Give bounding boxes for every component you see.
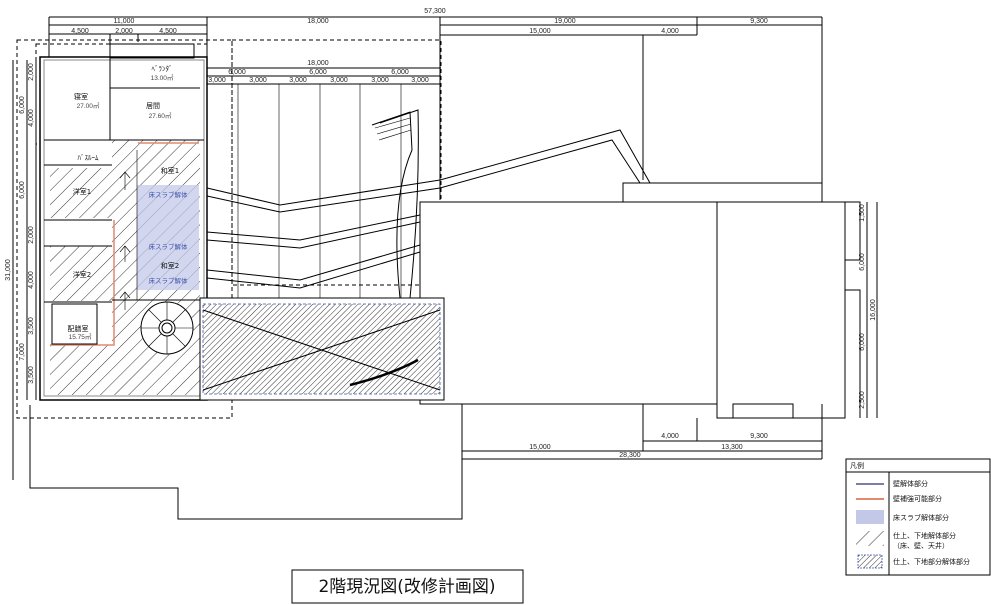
dim: 11,000	[114, 18, 135, 25]
main-building	[39, 43, 208, 401]
dim: 4,000	[661, 28, 679, 35]
legend-label: 壁解体部分	[893, 479, 928, 488]
dim: 16,000	[870, 299, 877, 321]
legend-swatch-finish-demolition	[856, 531, 884, 546]
legend: 凡例 壁解体部分 壁補強可能部分 床スラブ解体部分 仕上、下地解体部分 （床、壁…	[845, 458, 991, 576]
dim: 19,000	[554, 18, 576, 25]
room-western2-label: 洋室2	[73, 270, 91, 279]
room-bedroom-area: 27.00㎡	[77, 101, 100, 110]
dim: 6,000	[19, 96, 26, 114]
legend-label: 床スラブ解体部分	[893, 513, 949, 522]
hall-partial-demolition	[199, 297, 445, 401]
dim: 2,000	[28, 63, 35, 81]
room-labels: 寝室 27.00㎡ ﾍﾞﾗﾝﾀﾞ 13.00㎡ 居間 27.60㎡ ﾊﾞｽﾙｰﾑ…	[68, 65, 189, 341]
dim: 15,000	[529, 28, 551, 35]
dim: 4,000	[661, 433, 679, 440]
legend-title: 凡例	[850, 461, 864, 470]
dim: 6,000	[859, 333, 866, 351]
drawing-title: 2階現況図(改修計画図)	[318, 577, 495, 597]
dim: 3,000	[208, 77, 226, 84]
dim: 2,000	[115, 28, 133, 35]
dim: 4,000	[28, 109, 35, 127]
right-dimensions: 1,500 6,000 16,000 6,000 2,500	[859, 202, 878, 418]
legend-label: 仕上、下地部分解体部分	[893, 557, 970, 566]
left-dimensions: 31,000 6,000 6,000 7,000 2,000 4,000 2,0…	[5, 60, 37, 480]
dim: 18,000	[307, 60, 329, 67]
dim: 1,500	[859, 204, 866, 222]
dim: 6,000	[859, 253, 866, 271]
dim: 4,000	[28, 271, 35, 289]
legend-swatch-partial-demolition	[857, 554, 883, 569]
legend-sublabel: （床、壁、天井）	[893, 541, 949, 550]
dim: 9,300	[750, 433, 768, 440]
legend-label: 仕上、下地解体部分	[893, 531, 956, 540]
dim: 3,500	[28, 366, 35, 384]
dim-top-total: 57,300	[424, 8, 446, 15]
dim: 3,500	[28, 317, 35, 335]
dim: 9,300	[750, 18, 768, 25]
room-living-label: 居間	[146, 102, 160, 110]
room-western1-label: 洋室1	[73, 187, 91, 196]
dim: 3,000	[330, 77, 348, 84]
slab-demolition-label: 床スラブ解体	[149, 242, 189, 251]
room-bathroom-label: ﾊﾞｽﾙｰﾑ	[78, 154, 99, 162]
drawing-title-box: 2階現況図(改修計画図)	[291, 569, 524, 604]
room-veranda-area: 13.00㎡	[151, 73, 174, 82]
dim: 18,000	[307, 18, 329, 25]
dim: 3,000	[371, 77, 389, 84]
room-living-area: 27.60㎡	[149, 111, 172, 120]
bottom-dimensions: 4,000 9,300 15,000 13,300 28,300	[462, 404, 823, 460]
dim: 3,000	[289, 77, 307, 84]
dim: 7,000	[19, 343, 26, 361]
dim: 15,000	[529, 444, 551, 451]
ramps	[206, 109, 651, 299]
dim: 4,500	[159, 28, 177, 35]
dim: 3,000	[411, 77, 429, 84]
lower-floor-outline	[29, 404, 463, 520]
dim: 6,000	[19, 181, 26, 199]
dim: 2,500	[859, 391, 866, 409]
slab-demolition-label: 床スラブ解体	[149, 190, 189, 199]
room-japanese1-label: 和室1	[161, 166, 179, 175]
room-bedroom-label: 寝室	[74, 92, 88, 101]
dim: 6,000	[309, 69, 327, 76]
dim: 6,000	[228, 69, 246, 76]
dim: 31,000	[5, 259, 12, 281]
room-pantry-area: 15.75㎡	[69, 332, 92, 341]
dim: 28,300	[619, 452, 641, 459]
room-veranda-label: ﾍﾞﾗﾝﾀﾞ	[152, 65, 173, 73]
dim: 6,000	[391, 69, 409, 76]
slab-demolition-label: 床スラブ解体	[149, 276, 189, 285]
legend-swatch-slab	[856, 510, 884, 524]
dim: 13,300	[721, 444, 743, 451]
dim: 2,000	[28, 226, 35, 244]
room-japanese2-label: 和室2	[161, 261, 179, 270]
dim: 3,000	[249, 77, 267, 84]
dim: 4,500	[71, 28, 89, 35]
legend-label: 壁補強可能部分	[893, 494, 942, 503]
room-pantry-label: 配膳室	[68, 324, 89, 333]
